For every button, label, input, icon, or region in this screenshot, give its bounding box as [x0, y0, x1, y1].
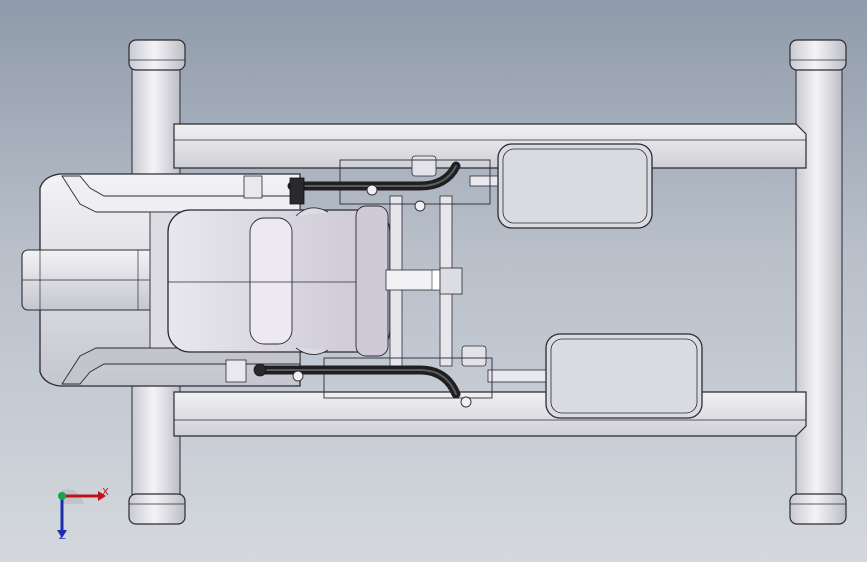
right-post — [789, 39, 847, 525]
reservoir-block — [167, 205, 391, 357]
upper-slide-assembly — [469, 143, 653, 229]
z-axis-label: Z — [59, 531, 66, 542]
triad-axes-icon — [57, 489, 106, 538]
coordinate-triad: X Z — [40, 480, 120, 550]
bottom-rail — [173, 391, 807, 437]
upper-hydraulic-hose — [243, 161, 461, 212]
lower-hydraulic-hose — [225, 359, 472, 408]
linkage-frame — [323, 155, 493, 399]
x-axis-label: X — [102, 487, 109, 498]
lower-slide-assembly — [487, 333, 703, 419]
